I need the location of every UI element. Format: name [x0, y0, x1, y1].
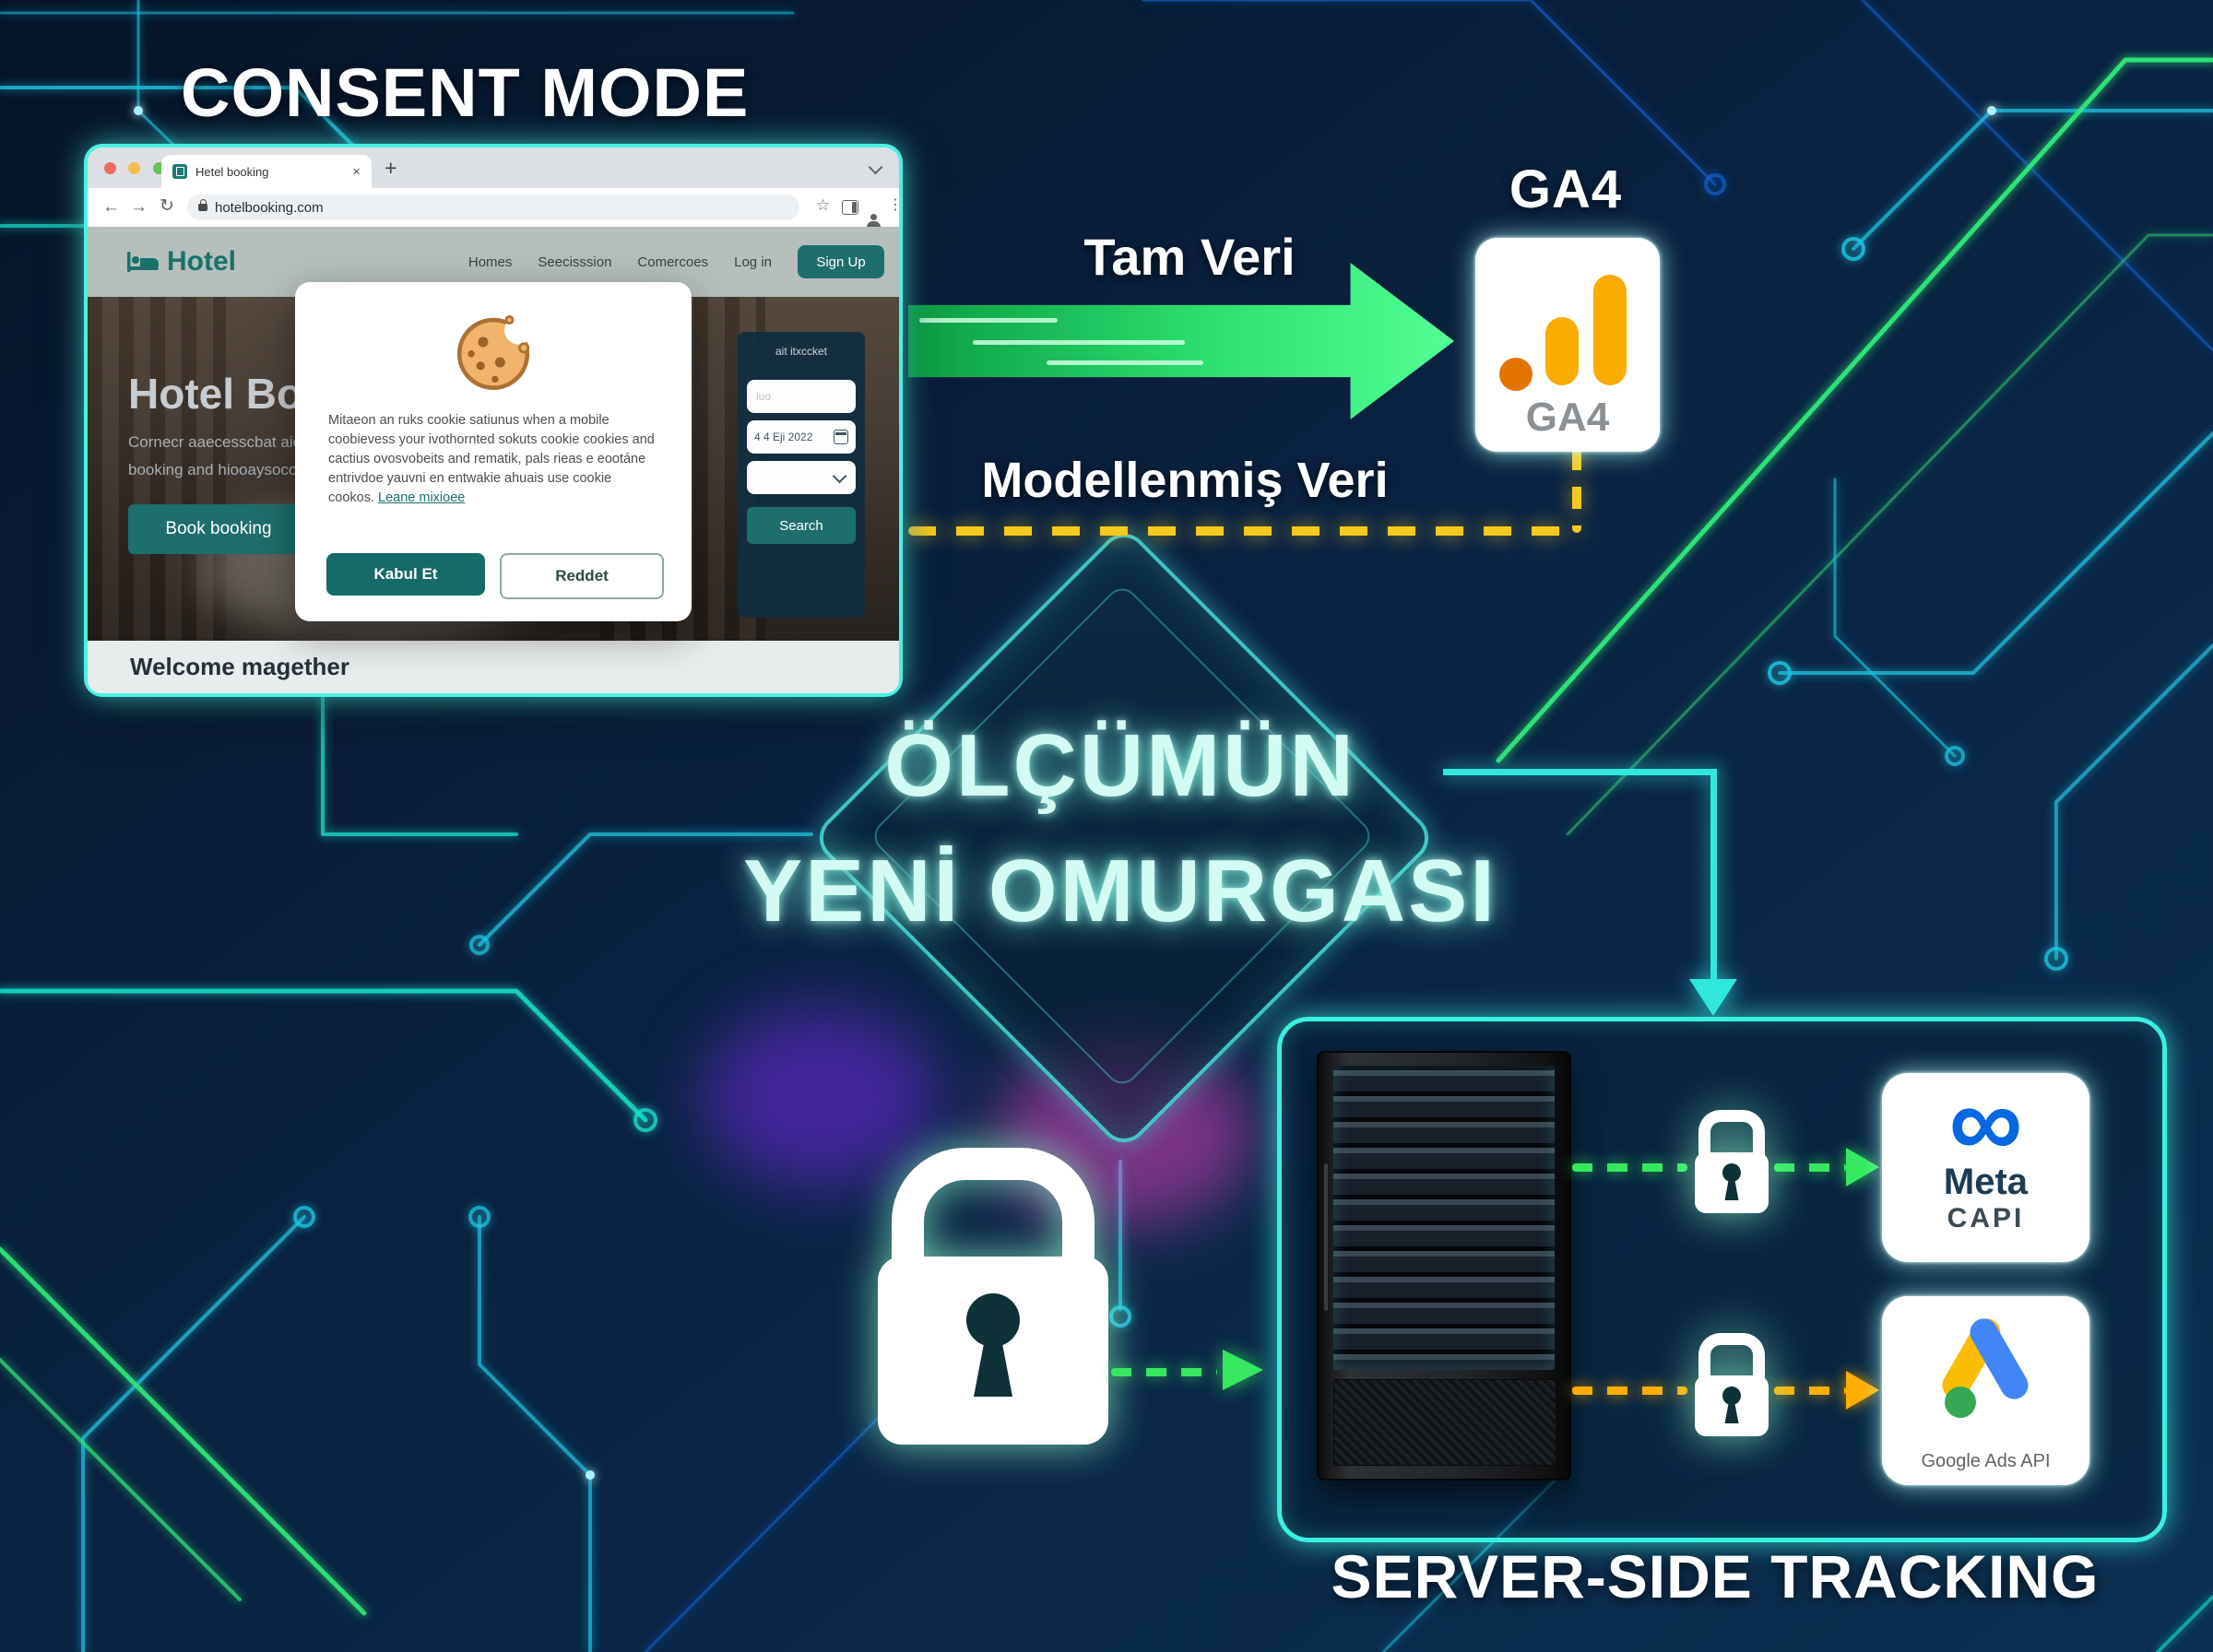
reject-cookies-button[interactable]: Reddet — [500, 553, 664, 599]
google-flow-dashes-left — [1572, 1386, 1687, 1395]
hero-line1: Cornecr aaecesscbat aic — [128, 433, 302, 451]
cookie-text-line2: coobievess your ivothornted sokuts cooki… — [328, 432, 655, 447]
welcome-strip: Welcome magether — [88, 641, 899, 693]
signup-button[interactable]: Sign Up — [798, 245, 884, 278]
site-logo-text: Hotel — [167, 246, 236, 277]
cookie-text-line1: Mitaeon an ruks cookie satiunus when a m… — [328, 413, 609, 428]
cookie-consent-dialog: Mitaeon an ruks cookie satiunus when a m… — [295, 282, 692, 621]
guest-placeholder: iuo — [756, 390, 772, 403]
modeled-data-dashed-riser — [1572, 448, 1581, 533]
cookie-icon — [451, 310, 536, 399]
new-tab-button[interactable]: + — [385, 156, 397, 180]
guest-input[interactable]: iuo — [747, 380, 856, 413]
nav-item-seecisssion[interactable]: Seecisssion — [538, 254, 612, 270]
meta-flow-lock-icon — [1695, 1110, 1769, 1213]
sidebar-toggle-icon[interactable] — [842, 200, 858, 215]
ga4-label: GA4 — [1509, 159, 1623, 219]
site-logo[interactable]: Hotel — [126, 246, 236, 277]
google-flow-dashes-right — [1774, 1386, 1846, 1395]
google-flow-arrowhead — [1846, 1371, 1879, 1410]
ga4-card: GA4 — [1475, 238, 1660, 452]
backbone-title-line1: ÖLÇÜMÜN — [884, 716, 1356, 815]
server-rack-vents — [1333, 1379, 1556, 1466]
browser-tab[interactable]: Hetel booking × — [161, 155, 372, 188]
meta-flow-arrowhead — [1846, 1148, 1879, 1186]
tab-favicon — [172, 164, 187, 179]
https-lock-icon — [198, 199, 207, 211]
room-select[interactable] — [747, 461, 856, 494]
tab-title: Hetel booking — [195, 164, 269, 179]
booking-panel: ait itxccket iuo 4 4 Eji 2022 Search — [738, 332, 865, 618]
minimize-window-button[interactable] — [128, 162, 141, 174]
server-rack — [1317, 1051, 1571, 1481]
server-rack-handle — [1324, 1163, 1328, 1311]
menu-dots-icon[interactable]: ⋮ — [888, 197, 903, 213]
lock-to-server-arrowhead — [1223, 1350, 1263, 1390]
calendar-icon — [834, 430, 848, 444]
welcome-text: Welcome magether — [130, 653, 349, 680]
google-ads-caption: Google Ads API — [1921, 1451, 2051, 1471]
ga4-card-label: GA4 — [1525, 395, 1610, 440]
learn-more-link[interactable]: Leane mixioee — [378, 490, 466, 505]
meta-brand-text: Meta — [1943, 1162, 2029, 1202]
select-chevron-icon — [832, 468, 847, 484]
hero-title: Hotel Bo — [128, 370, 303, 418]
google-ads-logo-icon — [1930, 1309, 2041, 1420]
tam-veri-label: Tam Veri — [1083, 228, 1296, 286]
search-button[interactable]: Search — [747, 507, 856, 544]
modeled-data-dashed-line — [908, 526, 1580, 536]
book-booking-button[interactable]: Book booking — [128, 504, 309, 554]
nav-item-login[interactable]: Log in — [734, 254, 772, 270]
accept-cookies-button[interactable]: Kabul Et — [326, 553, 485, 596]
reload-icon[interactable]: ↻ — [160, 196, 174, 216]
meta-flow-dashes-left — [1572, 1163, 1687, 1172]
backbone-title-line2: YENİ OMURGASI — [743, 842, 1497, 940]
meta-capi-card: ∞ Meta CAPI — [1882, 1064, 2089, 1262]
consent-mode-title: CONSENT MODE — [181, 54, 750, 131]
close-window-button[interactable] — [104, 162, 116, 174]
cookie-text-line4: entrivdoe yauvni en entwakie ahuais use … — [328, 471, 612, 486]
url-field[interactable]: hotelbooking.com — [187, 195, 799, 220]
nav-item-homes[interactable]: Homes — [467, 254, 513, 270]
tabstrip-chevron-icon[interactable] — [868, 159, 883, 177]
modellenmis-veri-label: Modellenmiş Veri — [981, 453, 1389, 508]
server-feed-line-horizontal — [1443, 769, 1715, 775]
nav-item-comercoes[interactable]: Comercoes — [637, 254, 709, 270]
meta-logo-icon: ∞ — [1948, 1064, 2023, 1179]
server-rack-units — [1333, 1066, 1555, 1370]
date-input[interactable]: 4 4 Eji 2022 — [747, 420, 856, 454]
meta-capi-text: CAPI — [1947, 1203, 2025, 1233]
lock-to-server-dashes — [1111, 1368, 1217, 1376]
cookie-dialog-text: Mitaeon an ruks cookie satiunus when a m… — [328, 411, 660, 508]
purple-glow — [701, 1005, 941, 1189]
url-text: hotelbooking.com — [215, 199, 324, 216]
privacy-lock-icon — [878, 1148, 1108, 1445]
google-ads-card: Google Ads API — [1882, 1296, 2089, 1485]
server-side-box: ∞ Meta CAPI Google Ads API — [1277, 1017, 2167, 1542]
browser-tab-strip: Hetel booking × + — [88, 148, 899, 188]
server-side-tracking-title: SERVER-SIDE TRACKING — [1331, 1542, 2100, 1611]
curtain-left — [88, 297, 226, 641]
google-flow-lock-icon — [1695, 1333, 1769, 1436]
profile-icon[interactable] — [866, 214, 882, 230]
back-icon[interactable]: ← — [102, 197, 120, 217]
cookie-text-line5: cookos. — [328, 490, 374, 505]
server-feed-line-vertical — [1710, 769, 1717, 983]
server-feed-arrowhead — [1689, 979, 1737, 1016]
hero-line2: booking and hiooaysoco — [128, 461, 298, 478]
browser-address-bar: ← → ↻ hotelbooking.com ☆ ⋮ — [88, 188, 903, 230]
forward-icon[interactable]: → — [130, 197, 148, 217]
tab-close-icon[interactable]: × — [352, 163, 361, 180]
date-value: 4 4 Eji 2022 — [754, 431, 813, 443]
bed-icon — [127, 252, 159, 272]
meta-flow-dashes-right — [1774, 1163, 1846, 1172]
cookie-text-line3: cactius ovosvobeits and rematik, pals ri… — [328, 452, 646, 466]
bookmark-star-icon[interactable]: ☆ — [816, 196, 831, 214]
booking-panel-title: ait itxccket — [775, 345, 827, 358]
